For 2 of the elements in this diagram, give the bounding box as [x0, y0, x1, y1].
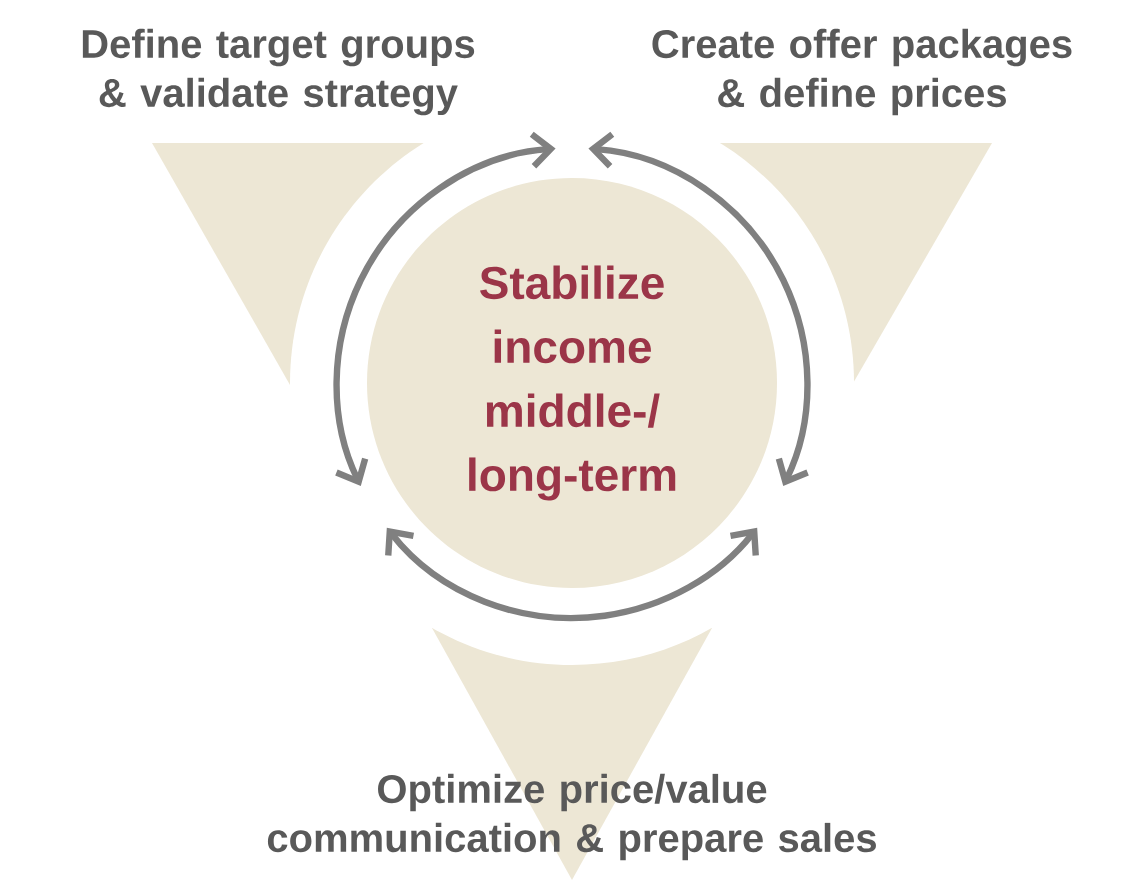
node-label: Create offer packages & define prices	[652, 28, 1072, 116]
node-label: Define target groups & validate strategy	[82, 28, 475, 116]
